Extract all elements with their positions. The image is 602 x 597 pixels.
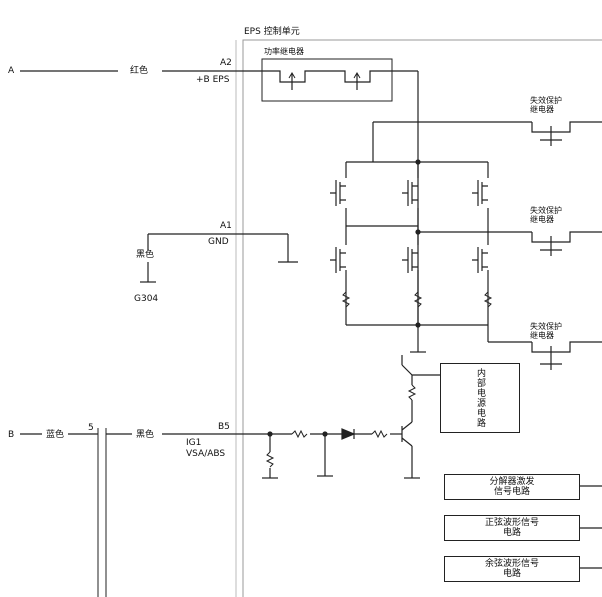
failsafe-relay-1-l1: 失效保护 bbox=[530, 96, 562, 105]
wire-b-color: 蓝色 bbox=[46, 430, 65, 440]
cosine-signal-block: 余弦波形信号 电路 bbox=[444, 556, 580, 582]
cosine-signal-l1: 余弦波形信号 bbox=[484, 559, 539, 569]
sine-signal-l1: 正弦波形信号 bbox=[484, 518, 539, 528]
terminal-a1-pin: A1 bbox=[220, 221, 232, 231]
sine-signal-l2: 电路 bbox=[502, 528, 521, 538]
gnd-wire-color: 黑色 bbox=[136, 250, 155, 260]
sine-signal-block: 正弦波形信号 电路 bbox=[444, 515, 580, 541]
diode bbox=[341, 428, 356, 440]
wire-a-color: 红色 bbox=[130, 66, 149, 76]
drive-signal-l2: 信号电路 bbox=[493, 487, 530, 497]
internal-power-label: 内部电源电路 bbox=[475, 368, 485, 428]
drive-signal-l1: 分解器激发 bbox=[489, 477, 535, 487]
wire-b-end: B bbox=[8, 430, 15, 440]
relay-contact-1 bbox=[268, 70, 340, 83]
failsafe-relay-3-l2: 继电器 bbox=[530, 331, 554, 340]
failsafe-relay-3-l1: 失效保护 bbox=[530, 322, 562, 331]
mosfet-columns bbox=[330, 162, 493, 325]
relay-contact-2 bbox=[340, 70, 418, 83]
wire-b-color2: 黑色 bbox=[136, 430, 155, 440]
drive-signal-block: 分解器激发 信号电路 bbox=[444, 474, 580, 500]
power-relay-box bbox=[261, 58, 393, 102]
terminal-b5-name-1: IG1 bbox=[186, 438, 202, 448]
failsafe-relay-1-l2: 继电器 bbox=[530, 105, 554, 114]
wire-a-end: A bbox=[8, 66, 15, 76]
control-unit-frame bbox=[242, 39, 602, 597]
wire-b-junction: 5 bbox=[88, 423, 94, 433]
power-relay-label: 功率继电器 bbox=[264, 47, 304, 56]
failsafe-relay-2-l1: 失效保护 bbox=[530, 206, 562, 215]
internal-power-block: 内部电源电路 bbox=[440, 363, 520, 433]
terminal-a1-name: GND bbox=[208, 237, 229, 247]
control-unit-title: EPS 控制单元 bbox=[244, 27, 300, 37]
terminal-a2-pin: A2 bbox=[220, 58, 232, 68]
terminal-a2-name: +B EPS bbox=[196, 75, 230, 85]
cosine-signal-l2: 电路 bbox=[502, 569, 521, 579]
terminal-b5-pin: B5 bbox=[218, 422, 230, 432]
terminal-b5-name-2: VSA/ABS bbox=[186, 449, 226, 459]
failsafe-relay-2-l2: 继电器 bbox=[530, 215, 554, 224]
ground-id: G304 bbox=[134, 294, 159, 304]
